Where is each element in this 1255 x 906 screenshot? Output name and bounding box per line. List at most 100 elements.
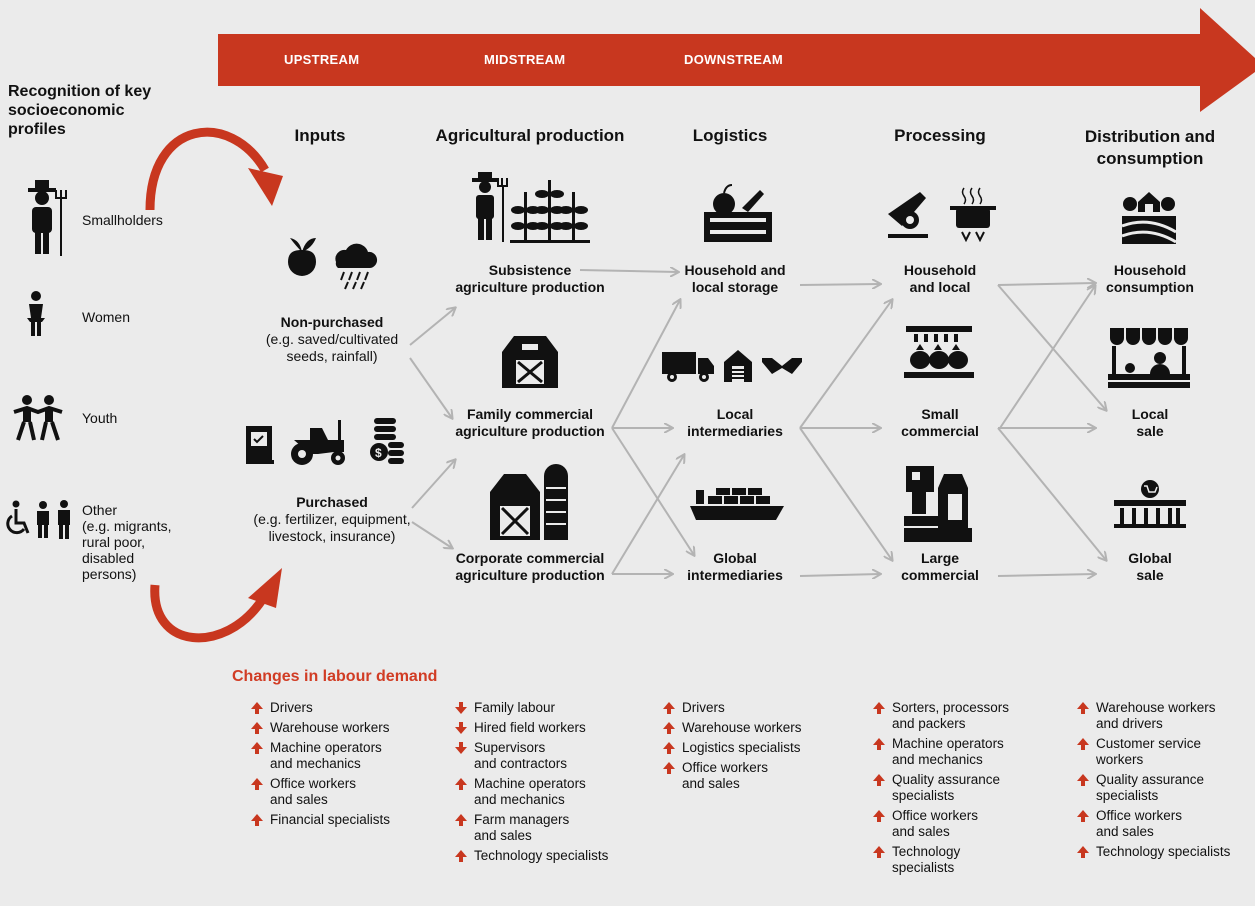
- labour-item-text: Technology specialists: [1096, 844, 1231, 859]
- small-processing-icon: [904, 326, 974, 378]
- profile-youth: Youth: [82, 410, 118, 426]
- arrow-up-icon: [873, 702, 885, 714]
- arrow-up-icon: [1077, 810, 1089, 822]
- labour-item-text: Warehouse workers: [270, 720, 390, 735]
- purchased-inputs-icon: $: [246, 418, 404, 465]
- connector: [799, 427, 892, 560]
- labour-item: Warehouse workers: [248, 720, 390, 736]
- arrow-up-icon: [251, 702, 263, 714]
- connector: [997, 283, 1095, 285]
- seed-rain-icon: [288, 238, 378, 290]
- downstream-label: DOWNSTREAM: [684, 52, 784, 67]
- labour-item-text: Office workers: [1096, 808, 1183, 823]
- labour-item-text: and mechanics: [270, 756, 361, 771]
- labour-item-text: and sales: [892, 824, 950, 839]
- connector: [611, 300, 680, 429]
- labour-item-text: Machine operators: [270, 740, 382, 755]
- arrow-up-icon: [455, 850, 467, 862]
- svg-text:$: $: [375, 446, 382, 460]
- node-subsistence: Subsistence agriculture production: [455, 262, 605, 295]
- arrow-up-icon: [873, 774, 885, 786]
- arrow-up-icon: [873, 738, 885, 750]
- connector: [579, 270, 678, 272]
- woman-icon: [27, 291, 45, 336]
- labour-title: Changes in labour demand: [232, 668, 438, 685]
- node-nonpurchased: Non-purchased (e.g. saved/cultivated see…: [265, 314, 399, 364]
- node-purchased: Purchased (e.g. fertilizer, equipment, l…: [253, 494, 411, 544]
- connector: [997, 574, 1095, 576]
- subsistence-farming-icon: [472, 172, 590, 243]
- labour-item-text: workers: [1096, 752, 1144, 767]
- labour-item-text: Office workers: [682, 760, 769, 775]
- labour-item-text: Drivers: [682, 700, 725, 715]
- labour-item-text: Machine operators: [892, 736, 1004, 751]
- labour-item-text: Technology: [892, 844, 961, 859]
- arrow-up-icon: [251, 722, 263, 734]
- labour-item-text: specialists: [892, 860, 955, 875]
- youth-icon: [13, 395, 63, 441]
- arrow-up-icon: [663, 762, 675, 774]
- labour-item-text: Office workers: [270, 776, 357, 791]
- stage-inputs: Inputs: [294, 126, 346, 145]
- labour-item-text: Supervisors: [474, 740, 546, 755]
- labour-item-text: Quality assurance: [1096, 772, 1205, 787]
- node-household-consumption: Household consumption: [1106, 262, 1194, 295]
- labour-item-text: and mechanics: [892, 752, 983, 767]
- labour-item-text: Customer service: [1096, 736, 1202, 751]
- labour-item: Drivers: [660, 700, 802, 716]
- arrow-up-icon: [455, 778, 467, 790]
- labour-item-text: Warehouse workers: [682, 720, 802, 735]
- node-global-sale: Global sale: [1128, 550, 1172, 583]
- labour-item-text: and mechanics: [474, 792, 565, 807]
- node-corporate: Corporate commercial agriculture product…: [455, 550, 605, 583]
- value-chain-band: [218, 8, 1255, 112]
- upstream-label: UPSTREAM: [284, 52, 360, 67]
- labour-item-text: and sales: [1096, 824, 1154, 839]
- node-global-intermediaries: Global intermediaries: [687, 550, 783, 583]
- farmer-icon: [28, 180, 67, 256]
- connector: [409, 308, 455, 346]
- labour-item: Drivers: [248, 700, 390, 716]
- supermarket-icon: [1114, 480, 1186, 528]
- arrow-down-icon: [455, 742, 467, 754]
- household-farm-icon: [1122, 192, 1176, 244]
- labour-item-text: Machine operators: [474, 776, 586, 791]
- arrow-down-icon: [455, 722, 467, 734]
- labour-item-text: Sorters, processors: [892, 700, 1010, 715]
- connector: [999, 286, 1095, 429]
- labour-item: Hired field workers: [452, 720, 608, 736]
- connector: [411, 521, 452, 548]
- arrow-up-icon: [1077, 738, 1089, 750]
- labour-item-text: Farm managers: [474, 812, 570, 827]
- node-local-intermediaries: Local intermediaries: [687, 406, 783, 439]
- profile-other: Other (e.g. migrants, rural poor, disabl…: [82, 502, 172, 582]
- labour-item-text: and sales: [682, 776, 740, 791]
- labour-item-text: Warehouse workers: [1096, 700, 1216, 715]
- node-small-commercial: Small commercial: [901, 406, 979, 439]
- arrow-up-icon: [1077, 846, 1089, 858]
- connector: [997, 284, 1106, 410]
- arrow-down-icon: [455, 702, 467, 714]
- labour-item: Technology specialists: [1074, 844, 1230, 860]
- connector: [997, 427, 1106, 560]
- labour-item-text: Quality assurance: [892, 772, 1001, 787]
- labour-item-text: and sales: [270, 792, 328, 807]
- corporate-farm-icon: [490, 464, 568, 540]
- connector: [799, 300, 892, 429]
- connector: [411, 460, 455, 509]
- node-local-sale: Local sale: [1131, 406, 1169, 439]
- market-stall-icon: [1108, 328, 1190, 388]
- labour-item-text: and drivers: [1096, 716, 1163, 731]
